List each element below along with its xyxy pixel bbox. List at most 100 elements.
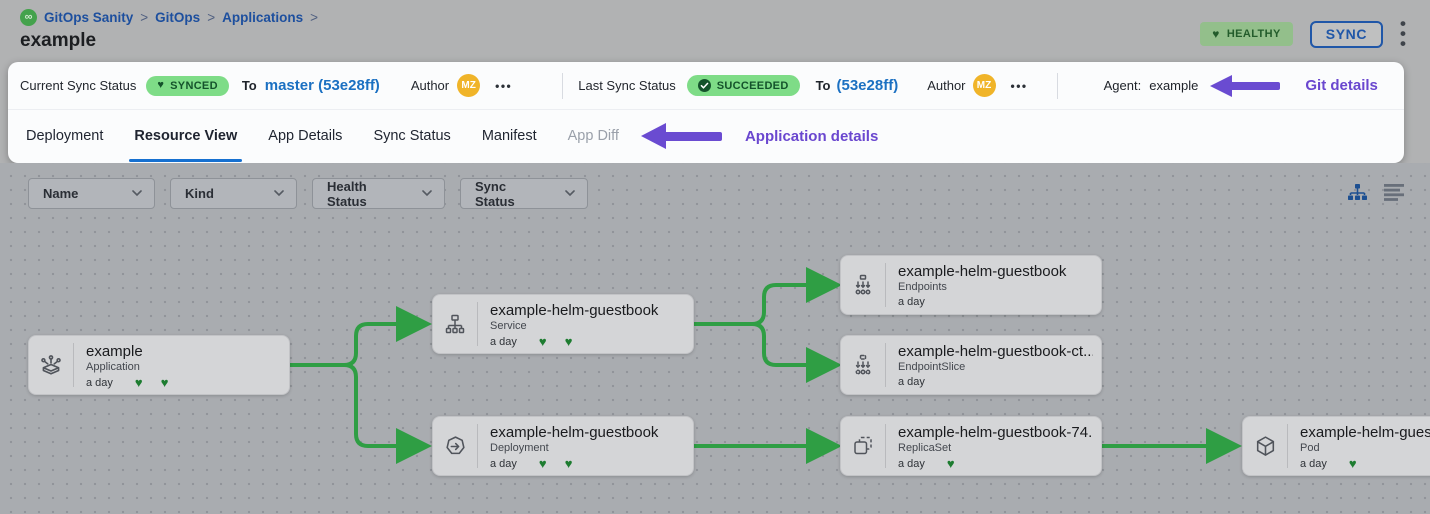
tab-sync-status[interactable]: Sync Status bbox=[373, 128, 451, 144]
breadcrumb-item-gitops-sanity[interactable]: GitOps Sanity bbox=[44, 10, 134, 25]
application-tabs: Deployment Resource View App Details Syn… bbox=[8, 110, 1404, 162]
current-sync-commit-link[interactable]: master (53e28ff) bbox=[264, 77, 380, 94]
node-title: example-helm-guestbook bbox=[898, 263, 1067, 280]
node-age: a day bbox=[898, 376, 925, 388]
kebab-menu-icon[interactable]: ••• bbox=[1400, 14, 1406, 54]
endpointslice-icon bbox=[841, 336, 885, 394]
node-title: example-helm-guestbook bbox=[490, 302, 659, 319]
tree-view-icon[interactable] bbox=[1347, 183, 1368, 201]
filter-bar: Name Kind Health Status Sync Status bbox=[28, 178, 588, 209]
breadcrumb: ∞ GitOps Sanity > GitOps > Applications … bbox=[20, 9, 318, 26]
header-actions: ♥ HEALTHY SYNC ••• bbox=[1200, 14, 1406, 54]
node-kind: Pod bbox=[1300, 442, 1320, 454]
node-title: example-helm-guest bbox=[1300, 424, 1430, 441]
agent-label: Agent: bbox=[1103, 78, 1142, 93]
tab-app-diff[interactable]: App Diff bbox=[567, 128, 619, 144]
endpoints-icon bbox=[841, 256, 885, 314]
tree-node-endpoints[interactable]: example-helm-guestbook Endpoints a day bbox=[840, 255, 1102, 315]
tree-node-deployment[interactable]: example-helm-guestbook Deployment a day … bbox=[432, 416, 694, 476]
tree-node-service[interactable]: example-helm-guestbook Service a day ♥ ♥ bbox=[432, 294, 694, 354]
succeeded-badge: SUCCEEDED bbox=[686, 75, 800, 96]
breadcrumb-item-applications[interactable]: Applications bbox=[222, 10, 304, 25]
tree-node-application-example[interactable]: example Application a day ♥ ♥ bbox=[28, 335, 290, 395]
filter-dropdown-sync-status[interactable]: Sync Status bbox=[460, 178, 588, 209]
last-sync-status-label: Last Sync Status bbox=[578, 78, 676, 93]
sync-button[interactable]: SYNC bbox=[1309, 20, 1384, 48]
health-badge-label: HEALTHY bbox=[1226, 28, 1281, 41]
author-label: Author bbox=[927, 78, 966, 93]
tree-node-pod[interactable]: example-helm-guest Pod a day ♥ bbox=[1242, 416, 1430, 476]
more-options-icon[interactable]: ••• bbox=[1010, 78, 1028, 93]
filter-dropdown-health-status[interactable]: Health Status bbox=[312, 178, 445, 209]
list-view-icon[interactable] bbox=[1384, 183, 1404, 201]
filter-dropdown-name[interactable]: Name bbox=[28, 178, 155, 209]
arrow-head bbox=[1210, 74, 1233, 97]
check-circle-icon bbox=[697, 79, 711, 92]
chevron-down-icon bbox=[565, 190, 575, 197]
tree-node-endpointslice[interactable]: example-helm-guestbook-ct... EndpointSli… bbox=[840, 335, 1102, 395]
application-details-annotation: Application details bbox=[744, 127, 879, 145]
agent-value: example bbox=[1149, 78, 1199, 93]
arrow-head bbox=[640, 123, 666, 149]
to-label: To bbox=[241, 78, 257, 93]
synced-badge: ♥ SYNCED bbox=[146, 75, 229, 96]
divider bbox=[885, 424, 886, 468]
succeeded-badge-label: SUCCEEDED bbox=[716, 79, 789, 92]
heart-icon: ♥ bbox=[946, 456, 955, 471]
breadcrumb-separator: > bbox=[140, 10, 149, 25]
annotation-arrow-left-icon bbox=[1210, 74, 1281, 97]
node-age: a day bbox=[86, 376, 113, 389]
replicaset-icon bbox=[841, 417, 885, 475]
filter-label: Health Status bbox=[327, 178, 367, 209]
heart-icon: ♥ ♥ bbox=[134, 375, 169, 390]
author-avatar: MZ bbox=[457, 74, 481, 97]
tree-node-replicaset[interactable]: example-helm-guestbook-74... ReplicaSet … bbox=[840, 416, 1102, 476]
service-icon bbox=[433, 295, 477, 353]
node-title: example-helm-guestbook-ct... bbox=[898, 343, 1093, 360]
tab-app-details[interactable]: App Details bbox=[268, 128, 343, 144]
to-label: To bbox=[815, 78, 831, 93]
node-kind: Deployment bbox=[490, 442, 549, 454]
last-sync-commit-link[interactable]: (53e28ff) bbox=[836, 77, 899, 94]
filter-dropdown-kind[interactable]: Kind bbox=[170, 178, 297, 209]
divider bbox=[885, 263, 886, 307]
node-kind: Service bbox=[490, 320, 527, 332]
heart-icon: ♥ bbox=[1348, 456, 1357, 471]
tab-resource-view[interactable]: Resource View bbox=[129, 110, 243, 162]
breadcrumb-item-gitops[interactable]: GitOps bbox=[155, 10, 201, 25]
node-age: a day bbox=[490, 335, 517, 348]
chevron-down-icon bbox=[422, 190, 432, 197]
node-age: a day bbox=[898, 296, 925, 308]
node-title: example bbox=[86, 343, 143, 360]
breadcrumb-separator: > bbox=[310, 10, 318, 25]
divider bbox=[1056, 72, 1058, 99]
current-sync-status-label: Current Sync Status bbox=[20, 78, 137, 93]
node-age: a day bbox=[1300, 457, 1327, 470]
divider bbox=[885, 343, 886, 387]
node-kind: ReplicaSet bbox=[898, 442, 952, 454]
breadcrumb-separator: > bbox=[207, 10, 216, 25]
chevron-down-icon bbox=[132, 190, 142, 197]
node-kind: EndpointSlice bbox=[898, 361, 966, 373]
heart-icon: ♥ ♥ bbox=[538, 456, 573, 471]
synced-badge-label: SYNCED bbox=[170, 79, 218, 92]
sync-status-row: Current Sync Status ♥ SYNCED To master (… bbox=[8, 62, 1404, 110]
spotlight-background: Current Sync Status ♥ SYNCED To master (… bbox=[0, 62, 1430, 163]
node-title: example-helm-guestbook bbox=[490, 424, 659, 441]
tab-deployment[interactable]: Deployment bbox=[26, 128, 104, 144]
author-avatar: MZ bbox=[972, 74, 996, 97]
resource-tree-canvas: Name Kind Health Status Sync Status bbox=[0, 163, 1430, 514]
heart-icon: ♥ bbox=[1212, 27, 1220, 42]
health-status-badge: ♥ HEALTHY bbox=[1200, 22, 1293, 47]
more-options-icon[interactable]: ••• bbox=[495, 78, 513, 93]
tab-manifest[interactable]: Manifest bbox=[481, 128, 537, 144]
divider bbox=[562, 72, 564, 99]
node-kind: Application bbox=[86, 361, 140, 373]
node-age: a day bbox=[898, 457, 925, 470]
divider bbox=[477, 424, 478, 468]
divider bbox=[1287, 424, 1288, 468]
author-label: Author bbox=[410, 78, 450, 93]
pod-icon bbox=[1243, 417, 1287, 475]
view-toggles bbox=[1347, 183, 1404, 201]
gitops-logo-icon: ∞ bbox=[20, 9, 37, 26]
